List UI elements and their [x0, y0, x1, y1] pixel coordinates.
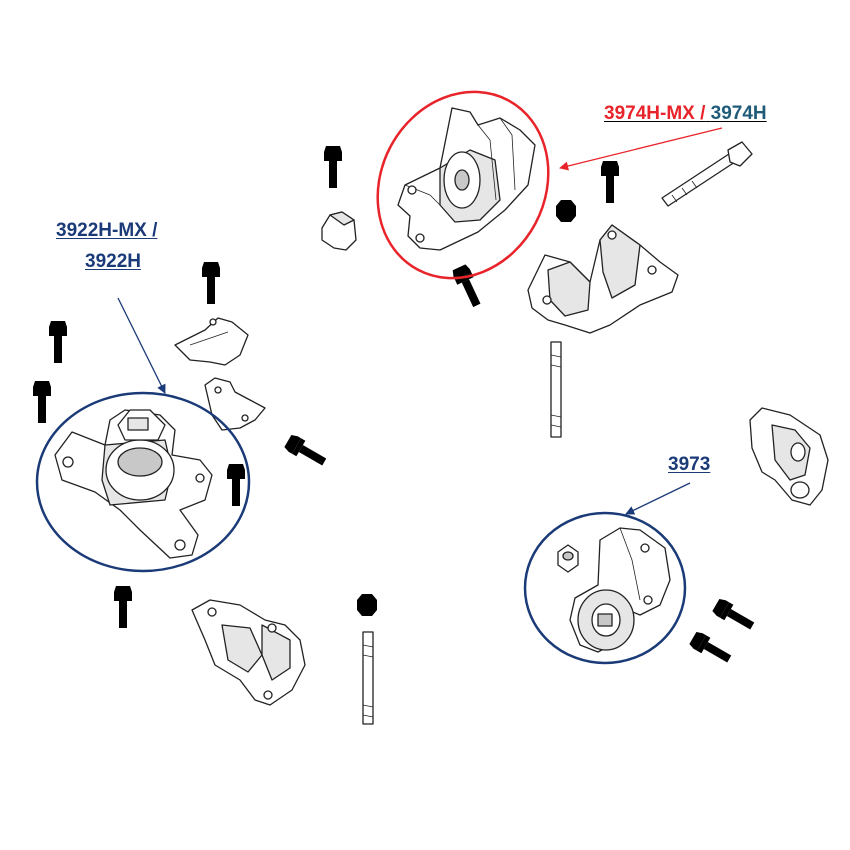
right-mount-mx-part-number[interactable]: 3974H-MX / [604, 103, 706, 124]
right-engine-mount-part[interactable] [397, 107, 536, 251]
right-mount-h-part-number[interactable]: 3974H [710, 103, 767, 124]
right-mount-part-label[interactable]: 3974H-MX / 3974H [604, 101, 767, 127]
rear-mount-highlight-circle [523, 511, 687, 665]
left-mount-part-label-line2[interactable]: 3922H [85, 251, 141, 272]
left-mount-part-label-line1[interactable]: 3922H-MX / [56, 220, 158, 241]
stud-bottom-center [362, 631, 374, 725]
left-engine-mount-part[interactable] [54, 409, 213, 559]
right-mount-leader-arrow [559, 127, 723, 171]
rear-mount-part-label[interactable]: 3973 [668, 454, 711, 475]
heat-shield-part [174, 317, 249, 366]
right-mount-highlight-circle [376, 90, 550, 280]
long-bolt-upper-right [661, 141, 753, 207]
lower-bracket-part [191, 599, 306, 706]
small-bracket-part [204, 377, 266, 431]
rubber-stop-part [321, 211, 357, 251]
left-mount-leader-arrow [117, 297, 166, 394]
upper-bracket-part [527, 224, 679, 334]
side-bracket-part [749, 407, 829, 506]
left-mount-highlight-circle [35, 391, 251, 573]
rear-roll-mount-part[interactable] [557, 527, 671, 653]
rear-mount-leader-arrow [625, 482, 691, 515]
stud-center-right [550, 341, 562, 438]
